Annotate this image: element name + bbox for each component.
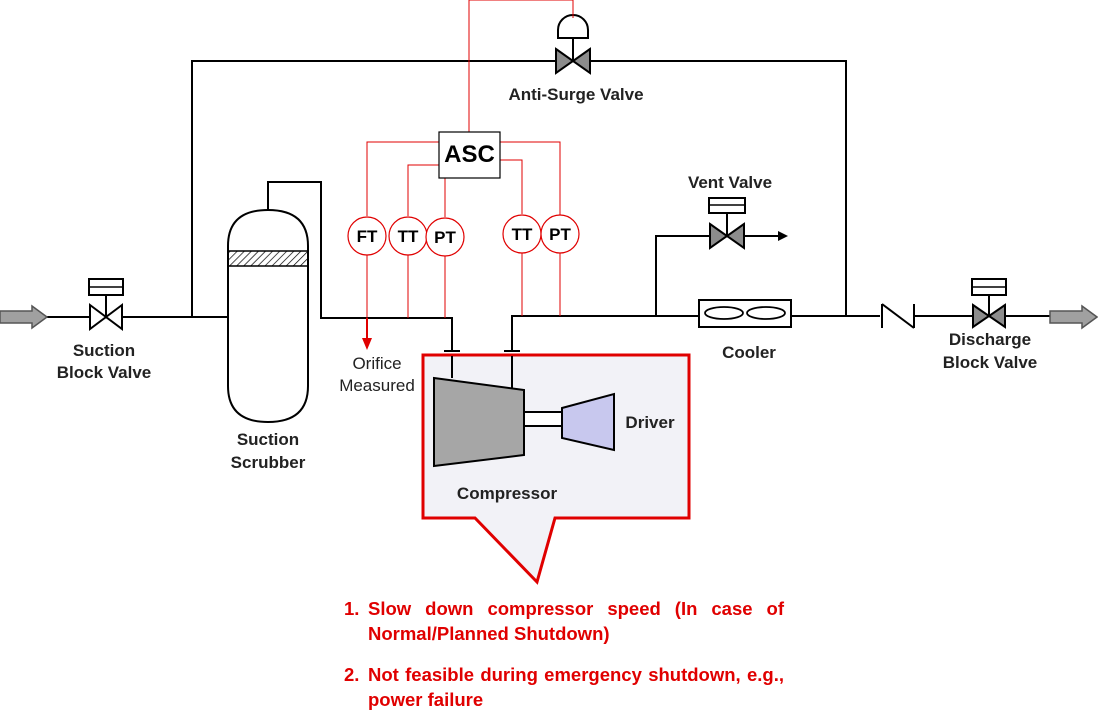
instrument-tt-discharge-label: TT <box>512 225 533 244</box>
orifice-label-line2: Measured <box>339 376 415 395</box>
asc-controller-box <box>438 131 501 179</box>
instrument-pt-suction: PT <box>425 217 465 257</box>
orifice-arrow-icon <box>362 338 372 350</box>
suction-block-valve-label-line2: Block Valve <box>57 363 152 382</box>
suction-block-valve-label-line1: Suction <box>73 341 135 360</box>
instrument-ft: FT <box>347 216 387 256</box>
suction-scrubber-icon <box>227 208 309 424</box>
driver-label: Driver <box>625 413 675 432</box>
instrument-pt-discharge-label: PT <box>549 225 571 244</box>
vent-valve-label: Vent Valve <box>688 173 772 192</box>
discharge-block-valve-icon <box>971 278 1007 329</box>
instrument-tt-discharge: TT <box>502 214 542 254</box>
process-piping <box>47 60 1050 390</box>
driver-icon <box>561 392 615 452</box>
instrument-tt-suction-label: TT <box>398 227 419 246</box>
anti-surge-valve-label: Anti-Surge Valve <box>508 85 643 104</box>
asc-controller-label: ASC <box>444 141 495 168</box>
check-valve-icon <box>881 303 915 329</box>
discharge-block-valve-label-line1: Discharge <box>949 330 1031 349</box>
suction-scrubber-label-line2: Scrubber <box>231 453 306 472</box>
cooler-label: Cooler <box>722 343 776 362</box>
instrument-tt-suction: TT <box>388 216 428 256</box>
signal-lines <box>366 0 574 318</box>
compressor-label: Compressor <box>457 484 558 503</box>
cooler-icon <box>698 299 792 328</box>
inlet-arrow-icon <box>0 304 49 330</box>
suction-scrubber-label-line1: Suction <box>237 430 299 449</box>
instrument-ft-label: FT <box>357 227 378 246</box>
note-number: 1. <box>344 598 360 619</box>
orifice-label-line1: Orifice <box>352 354 401 373</box>
note-text: Not feasible during emergency shutdown, … <box>368 664 784 710</box>
outlet-arrow-icon <box>1049 304 1098 330</box>
anti-surge-valve-icon <box>555 14 591 75</box>
shutdown-notes: 1. Slow down compressor speed (In case o… <box>344 596 784 728</box>
note-number: 2. <box>344 664 360 685</box>
instrument-pt-discharge: PT <box>540 214 580 254</box>
vent-arrow-icon <box>778 231 788 241</box>
note-text: Slow down compressor speed (In case of N… <box>368 598 784 644</box>
note-item: 2. Not feasible during emergency shutdow… <box>344 662 784 712</box>
vent-valve-icon <box>708 197 746 250</box>
discharge-block-valve-label-line2: Block Valve <box>943 353 1038 372</box>
instrument-pt-suction-label: PT <box>434 228 456 247</box>
compressor-icon <box>433 376 563 468</box>
note-item: 1. Slow down compressor speed (In case o… <box>344 596 784 646</box>
suction-block-valve-icon <box>88 278 124 331</box>
